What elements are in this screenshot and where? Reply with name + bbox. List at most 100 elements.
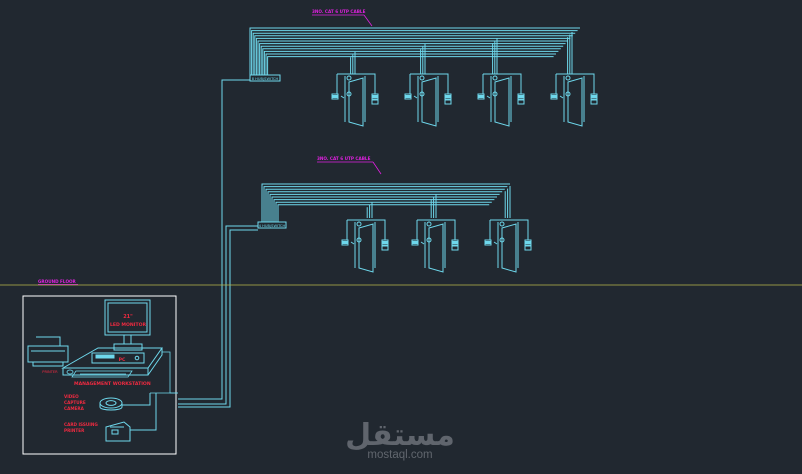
hub-top-label: 8 HUB/SWITCH [252,77,279,81]
break-glass [517,99,525,105]
cable-label-mid-text: 3NO. CAT 6 UTP CABLE [317,156,371,161]
workstation-cabling [150,351,178,394]
pc-label: PC [119,357,126,363]
door-wiring [413,95,418,99]
door-wiring [483,73,522,94]
door-wiring [417,219,456,240]
pc-unit [91,352,145,364]
camera-label-3: CAMERA [64,406,85,411]
door-contact [346,91,352,97]
door-wiring [559,95,564,99]
break-glass [451,245,459,251]
door-lock [419,75,425,81]
mouse [66,369,74,375]
card-label-1: CARD ISSUING [64,422,98,427]
exit-button-face [452,241,458,244]
cable-strand [261,183,510,222]
camera-label-2: CAPTURE [64,400,86,405]
exit-button-face [525,241,531,244]
cable-strand [267,191,503,222]
door-contact [565,91,571,97]
door-leaf [501,223,517,273]
top-cable-bundle [249,27,580,75]
exit-button-face [372,95,378,98]
hub-mid-label: 4 HUB/SWITCH [259,224,286,228]
card-reader [484,239,492,246]
card-reader-slot [412,241,418,244]
door-wiring [556,73,595,94]
break-glass [590,99,598,105]
cable-strand [257,40,568,75]
exit-button-face [382,241,388,244]
card-reader [341,239,349,246]
cable-strand [267,56,554,75]
printer-label: PRINTER [42,370,58,374]
exit-button [371,93,379,100]
cable-strand [259,43,566,75]
cable-strand [263,186,508,222]
card-reader-slot [551,95,557,98]
door-unit [331,73,379,127]
exit-button [444,93,452,100]
desk [61,347,163,376]
workstation-label: MANAGEMENT WORKSTATION [74,381,151,387]
door-wiring [493,241,498,245]
exit-button [517,93,525,100]
card-reader-slot [332,95,338,98]
door-contact [419,91,425,97]
cable-strand [265,53,556,75]
break-glass [524,245,532,251]
door-lock [356,221,362,227]
card-reader [411,239,419,246]
exit-button [381,239,389,246]
door-units [331,73,598,273]
printer [27,336,69,367]
cable-label-top: 3NO. CAT 6 UTP CABLE [312,9,373,27]
card-reader [550,93,558,100]
keyboard [71,370,133,378]
card-reader [404,93,412,100]
door-wiring [337,73,376,94]
card-reader-slot [405,95,411,98]
cable-strand [251,30,578,75]
cable-strand [249,27,580,75]
video-capture-camera [99,393,151,411]
exit-button-face [445,95,451,98]
cable-strand [275,201,492,222]
mostaql-watermark: مستقل mostaql.com [345,418,455,461]
cable-strand [265,188,505,222]
door-leaf [421,77,437,127]
cable-strand [252,32,576,75]
door-unit [404,73,452,127]
monitor-size-label: 21" [123,314,133,320]
card-reader-slot [485,241,491,244]
door-lock [426,221,432,227]
exit-button [524,239,532,246]
door-leaf [567,77,583,127]
led-monitor [104,299,151,351]
ground-floor-label: GROUND FLOOR [38,279,77,284]
riser-cables [178,79,258,408]
exit-button-face [518,95,524,98]
watermark-latin: mostaql.com [367,449,432,461]
door-leaf [428,223,444,273]
door-lock [346,75,352,81]
door-unit [484,219,532,273]
door-contact [492,91,498,97]
door-unit [411,219,459,273]
hub-top: 8 HUB/SWITCH [249,74,281,82]
cable-strand [255,37,571,75]
door-wiring [486,95,491,99]
exit-button [590,93,598,100]
break-glass [381,245,389,251]
door-wiring [410,73,449,94]
cable-strand [271,196,497,222]
door-contact [426,237,432,243]
door-lock [565,75,571,81]
card-label-2: PRINTER [64,428,85,433]
door-wiring [350,241,355,245]
door-leaf [358,223,374,273]
door-unit [477,73,525,127]
door-wiring [347,219,386,240]
card-issuing-printer [105,393,157,442]
